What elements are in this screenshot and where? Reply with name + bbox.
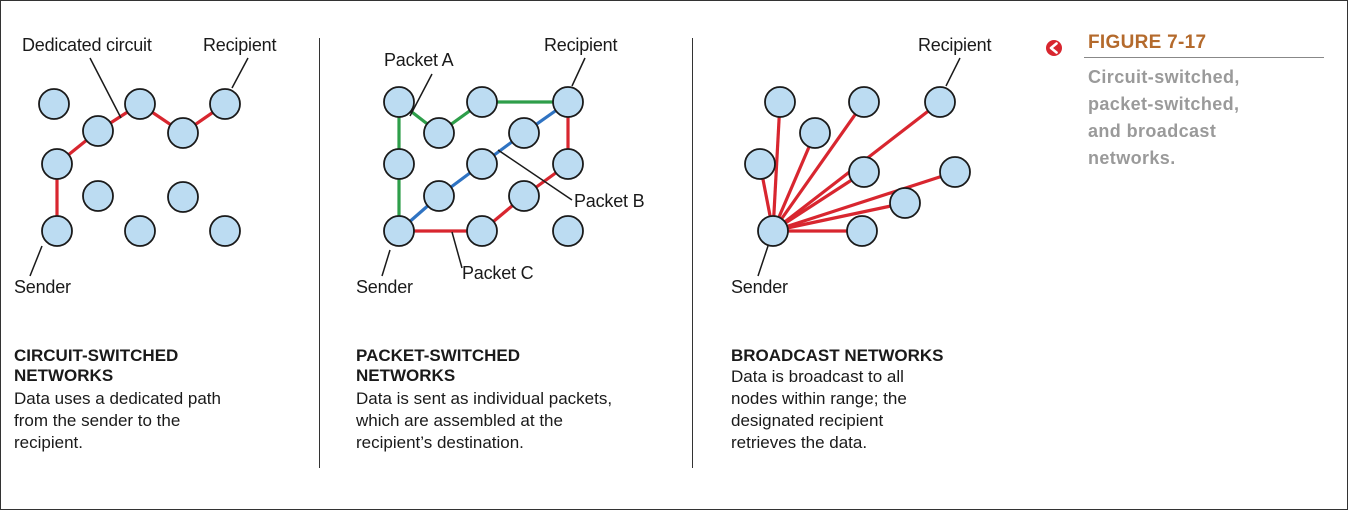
- network-node: [764, 86, 796, 118]
- network-node: [124, 215, 156, 247]
- network-link: [771, 101, 866, 232]
- network-node: [423, 180, 455, 212]
- packet-c-label: Packet C: [462, 263, 534, 283]
- broadcast-recipient-label: Recipient: [918, 35, 992, 55]
- network-link: [772, 170, 956, 233]
- network-node: [38, 88, 70, 120]
- figure-rule: [1084, 57, 1324, 58]
- network-node: [552, 86, 584, 118]
- network-node: [846, 215, 878, 247]
- dedicated-circuit-label: Dedicated circuit: [22, 35, 152, 55]
- network-link: [771, 132, 817, 232]
- panel-divider-1: [319, 38, 320, 468]
- network-node: [848, 86, 880, 118]
- network-node: [41, 215, 73, 247]
- network-node: [167, 181, 199, 213]
- network-node: [466, 148, 498, 180]
- label-pointer: [945, 57, 961, 87]
- network-node: [508, 117, 540, 149]
- circuit-sender-label: Sender: [14, 277, 71, 297]
- network-node: [124, 88, 156, 120]
- broadcast-title: BROADCAST NETWORKS: [731, 346, 944, 365]
- broadcast-sender-label: Sender: [731, 277, 788, 297]
- network-node: [383, 215, 415, 247]
- circuit-title: CIRCUIT-SWITCHED NETWORKS: [14, 346, 179, 385]
- network-node: [552, 215, 584, 247]
- network-node: [82, 115, 114, 147]
- network-node: [508, 180, 540, 212]
- network-node: [744, 148, 776, 180]
- network-node: [889, 187, 921, 219]
- figure-caption: Circuit-switched, packet-switched, and b…: [1088, 67, 1240, 168]
- circuit-description: Data uses a dedicated path from the send…: [14, 389, 221, 452]
- packet-description: Data is sent as individual packets, whic…: [356, 389, 613, 452]
- chevron-left-icon: [1046, 40, 1062, 56]
- network-node: [799, 117, 831, 149]
- panel-divider-2: [692, 38, 693, 468]
- packet-title: PACKET-SWITCHED NETWORKS: [356, 346, 521, 385]
- network-node: [552, 148, 584, 180]
- label-pointer: [29, 245, 43, 277]
- network-node: [383, 86, 415, 118]
- network-node: [757, 215, 789, 247]
- network-link: [772, 170, 865, 233]
- network-node: [209, 88, 241, 120]
- packet-recipient-label: Recipient: [544, 35, 618, 55]
- network-link: [771, 101, 782, 232]
- figure-number: FIGURE 7-17: [1088, 32, 1207, 53]
- packet-b-label: Packet B: [574, 191, 645, 211]
- network-node: [167, 117, 199, 149]
- network-node: [423, 117, 455, 149]
- label-pointer: [409, 73, 433, 117]
- network-node: [209, 215, 241, 247]
- label-pointer: [231, 57, 249, 89]
- network-node: [924, 86, 956, 118]
- network-node: [41, 148, 73, 180]
- network-link: [772, 201, 906, 233]
- circuit-recipient-label: Recipient: [203, 35, 277, 55]
- label-pointer: [497, 149, 573, 201]
- network-node: [383, 148, 415, 180]
- network-node: [939, 156, 971, 188]
- network-node: [466, 215, 498, 247]
- label-pointer: [89, 57, 122, 119]
- label-pointer: [381, 249, 391, 277]
- label-pointer: [571, 57, 586, 87]
- network-node: [82, 180, 114, 212]
- packet-a-label: Packet A: [384, 50, 454, 70]
- label-pointer: [757, 245, 769, 277]
- network-node: [848, 156, 880, 188]
- network-node: [466, 86, 498, 118]
- broadcast-description: Data is broadcast to all nodes within ra…: [731, 367, 907, 452]
- label-pointer: [451, 231, 463, 269]
- packet-sender-label: Sender: [356, 277, 413, 297]
